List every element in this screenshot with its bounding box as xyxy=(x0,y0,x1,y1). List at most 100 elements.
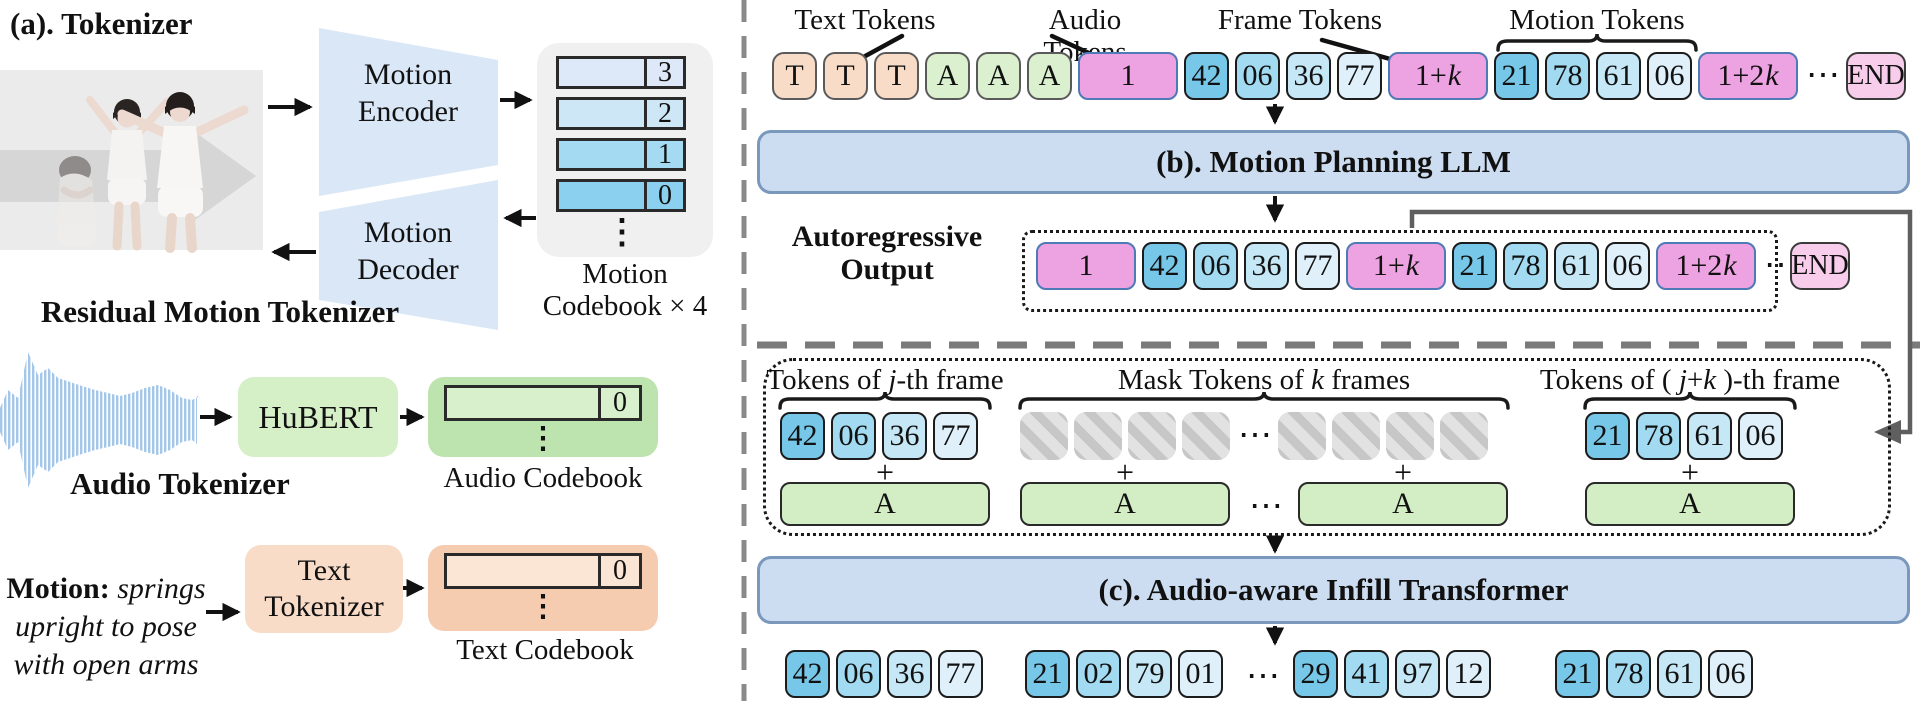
plus-sign: + xyxy=(1115,454,1135,490)
hubert-box: HuBERT xyxy=(238,377,398,457)
token-01: 01 xyxy=(1178,650,1223,698)
mask-token xyxy=(1074,412,1122,460)
token-78: 78 xyxy=(1545,52,1590,100)
mask-token xyxy=(1128,412,1176,460)
token-79: 79 xyxy=(1127,650,1172,698)
codebook-index: 1 xyxy=(644,139,683,170)
mask-token xyxy=(1440,412,1488,460)
token-a: A xyxy=(1027,52,1072,100)
token-06: 06 xyxy=(1235,52,1280,100)
token-77: 77 xyxy=(1295,242,1340,290)
token-21: 21 xyxy=(1452,242,1497,290)
audio-codebook-label: Audio Codebook xyxy=(443,462,643,494)
token-97: 97 xyxy=(1395,650,1440,698)
codebook-row-1: 1 xyxy=(556,138,686,171)
panel-a-title: (a). Tokenizer xyxy=(10,6,193,41)
codebook-row-0: 0 xyxy=(556,179,686,212)
text-tokenizer-box: Text Tokenizer xyxy=(245,545,403,633)
audio-codebook-ellipsis: ⋮ xyxy=(528,422,558,455)
text-codebook-entry: 0 xyxy=(444,553,642,589)
motion-encoder-label: Motion Encoder xyxy=(358,58,458,128)
token-a: A xyxy=(925,52,970,100)
motion-prompt-line: upright to pose xyxy=(15,610,197,643)
token-36: 36 xyxy=(1244,242,1289,290)
token-42: 42 xyxy=(785,650,830,698)
motion-prompt-prefix: Motion: xyxy=(6,572,110,605)
audio-embedding-bar: A xyxy=(1020,482,1230,526)
ellipsis: ⋯ xyxy=(1238,417,1272,454)
token-36: 36 xyxy=(882,412,927,460)
motion-prompt: Motion: springs upright to pose with ope… xyxy=(0,570,212,684)
motion-prompt-line: springs xyxy=(117,572,206,605)
token-21: 21 xyxy=(1025,650,1070,698)
token-78: 78 xyxy=(1606,650,1651,698)
codebook-row-2: 2 xyxy=(556,97,686,130)
codebook-ellipsis: ⋮ xyxy=(605,214,639,251)
token-06: 06 xyxy=(1708,650,1753,698)
dancer-faded xyxy=(57,156,96,246)
mask-tokens-label: Mask Tokens of k frames xyxy=(1117,364,1411,396)
token-t: T xyxy=(823,52,868,100)
frame-jk-label: Tokens of ( j+k )-th frame xyxy=(1539,364,1841,396)
token-78: 78 xyxy=(1503,242,1548,290)
mask-token xyxy=(1332,412,1380,460)
codebook-bar xyxy=(559,100,644,127)
codebook-bar xyxy=(559,59,644,86)
frame-tokens-label: Frame Tokens xyxy=(1217,4,1383,36)
token-06: 06 xyxy=(1738,412,1783,460)
codebook-bar xyxy=(559,182,644,209)
audio-embedding-bar: A xyxy=(780,482,990,526)
token-06: 06 xyxy=(1605,242,1650,290)
token-21: 21 xyxy=(1555,650,1600,698)
token-06: 06 xyxy=(836,650,881,698)
codebook-index: 2 xyxy=(644,98,683,129)
token-77: 77 xyxy=(1337,52,1382,100)
text-codebook-bar xyxy=(447,556,598,586)
token-41: 41 xyxy=(1344,650,1389,698)
token-06: 06 xyxy=(831,412,876,460)
motion-codebook-label: Motion Codebook × 4 xyxy=(542,258,708,322)
audio-codebook-bar xyxy=(447,388,598,418)
token-36: 36 xyxy=(1286,52,1331,100)
autoregressive-output-label: Autoregressive Output xyxy=(791,220,983,286)
audio-codebook-index: 0 xyxy=(598,387,639,418)
token-29: 29 xyxy=(1293,650,1338,698)
audio-tokenizer-label: Audio Tokenizer xyxy=(70,466,290,501)
infill-input-box xyxy=(763,358,1891,536)
token-end: END xyxy=(1790,242,1850,290)
mask-token xyxy=(1020,412,1068,460)
time-arrow xyxy=(0,127,256,225)
token-77: 77 xyxy=(938,650,983,698)
plus-sign: + xyxy=(875,454,895,490)
residual-tokenizer-label: Residual Motion Tokenizer xyxy=(40,294,400,329)
token-42: 42 xyxy=(780,412,825,460)
dancer-arms-up xyxy=(86,96,171,251)
ellipsis: ⋯ xyxy=(1806,57,1840,94)
dancer-arms-open xyxy=(117,92,249,253)
mask-token xyxy=(1182,412,1230,460)
codebook-index: 3 xyxy=(644,57,683,88)
token-06: 06 xyxy=(1647,52,1692,100)
token-21: 21 xyxy=(1494,52,1539,100)
audio-embedding-bar: A xyxy=(1298,482,1508,526)
token-61: 61 xyxy=(1687,412,1732,460)
codebook-row-3: 3 xyxy=(556,56,686,89)
token-1: 1 xyxy=(1078,52,1178,100)
token-1+k: 1+k xyxy=(1346,242,1446,290)
audio-bars-ellipsis: ⋯ xyxy=(1249,488,1283,525)
token-78: 78 xyxy=(1636,412,1681,460)
token-t: T xyxy=(772,52,817,100)
motion-frames-image xyxy=(0,70,263,253)
text-codebook-index: 0 xyxy=(598,555,639,586)
infill-transformer-bar: (c). Audio-aware Infill Transformer xyxy=(757,556,1910,624)
token-end: END xyxy=(1846,52,1906,100)
token-61: 61 xyxy=(1657,650,1702,698)
mask-token xyxy=(1278,412,1326,460)
codebook-bar xyxy=(559,141,644,168)
